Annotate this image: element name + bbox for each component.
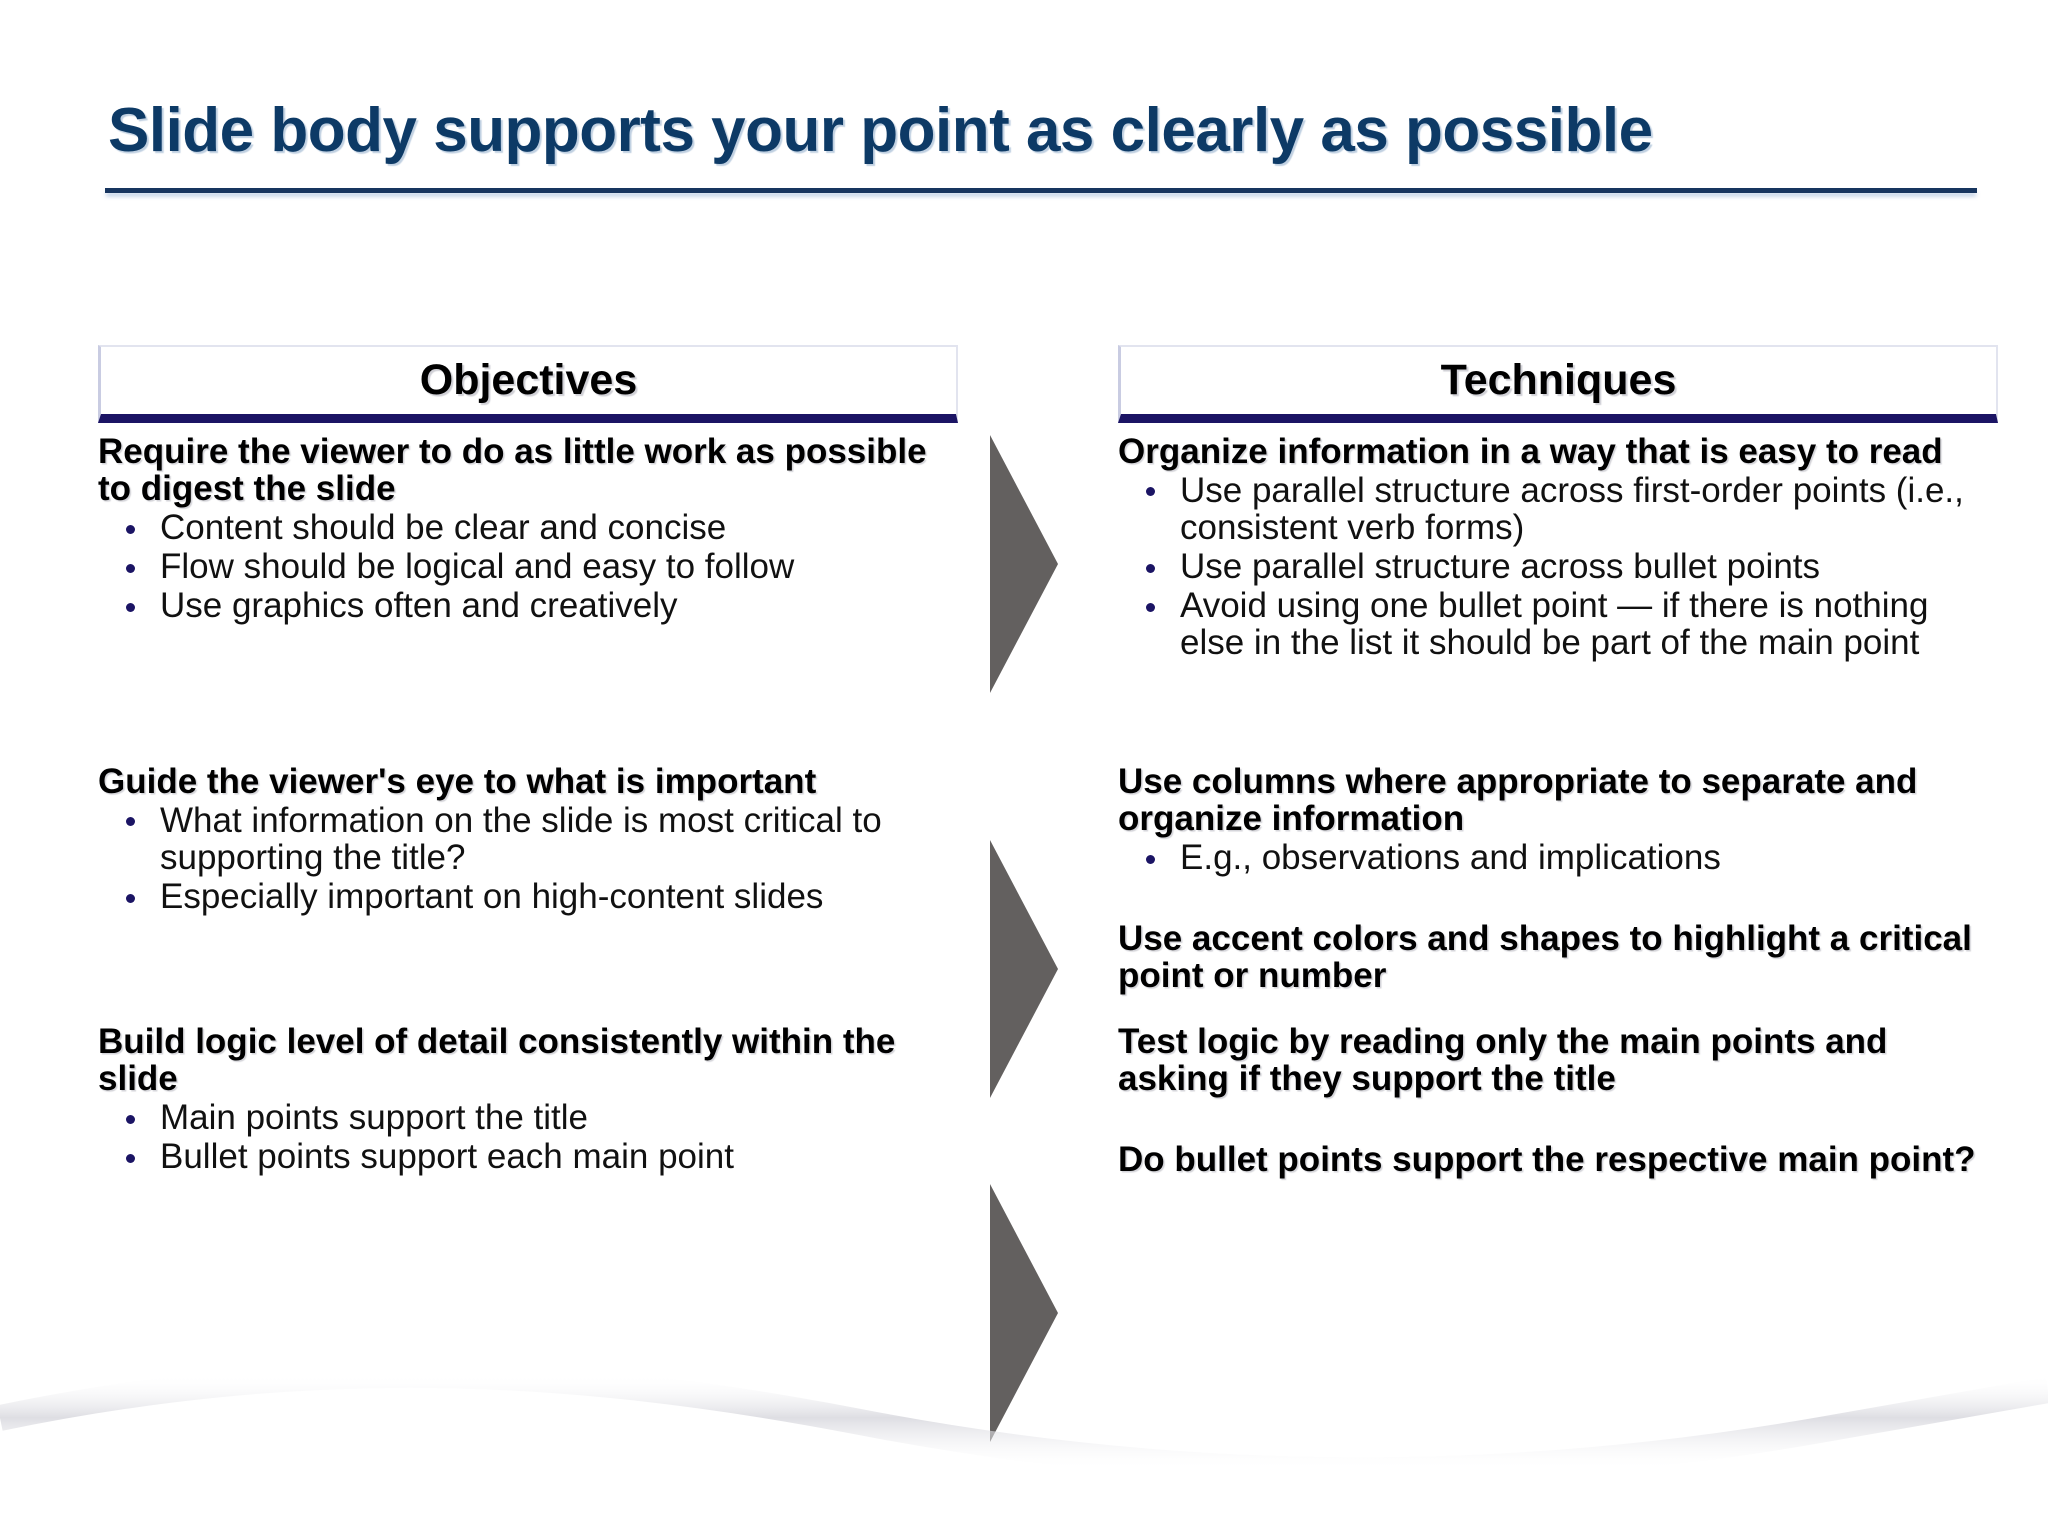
- bullet-dot-icon: [1146, 602, 1155, 612]
- column-header-label: Techniques: [1440, 356, 1677, 404]
- bullet-dot-icon: [126, 1114, 135, 1124]
- block-heading: Organize information in a way that is ea…: [1118, 432, 1943, 471]
- column-header-objectives: Objectives: [98, 345, 958, 423]
- list-item: Main points support the title: [98, 1099, 958, 1136]
- column-techniques: Techniques Organize information in a way…: [1118, 345, 1998, 1178]
- arrow-row-3: [988, 1182, 1060, 1444]
- list-item: Content should be clear and concise: [98, 509, 958, 546]
- block-heading: Use columns where appropriate to separat…: [1118, 762, 1918, 839]
- bullet-list: Content should be clear and concise Flow…: [98, 509, 958, 624]
- bullet-dot-icon: [126, 893, 135, 903]
- objectives-block-1: Require the viewer to do as little work …: [98, 433, 958, 626]
- block-heading: Test logic by reading only the main poin…: [1118, 1022, 1888, 1099]
- title-underline: [105, 188, 1977, 193]
- bullet-dot-icon: [1146, 854, 1155, 864]
- list-item: Use parallel structure across first-orde…: [1118, 472, 1998, 546]
- block-heading: Build logic level of detail consistently…: [98, 1022, 896, 1099]
- list-item-label: Avoid using one bullet point — if there …: [1180, 586, 1929, 663]
- bullet-dot-icon: [1146, 563, 1155, 573]
- list-item-label: Content should be clear and concise: [160, 508, 727, 548]
- objectives-block-2: Guide the viewer's eye to what is import…: [98, 763, 958, 917]
- arrow-row-1: [988, 433, 1060, 695]
- bullet-list: What information on the slide is most cr…: [98, 802, 958, 915]
- column-header-techniques: Techniques: [1118, 345, 1998, 423]
- techniques-block-1: Organize information in a way that is ea…: [1118, 433, 1998, 664]
- page-title: Slide body supports your point as clearl…: [108, 96, 1653, 165]
- list-item: Flow should be logical and easy to follo…: [98, 548, 958, 585]
- list-item-label: Bullet points support each main point: [160, 1137, 734, 1177]
- list-item: Bullet points support each main point: [98, 1138, 958, 1175]
- bullet-dot-icon: [126, 563, 135, 573]
- list-item: Especially important on high-content sli…: [98, 878, 958, 915]
- bullet-dot-icon: [126, 524, 135, 534]
- arrow-row-2: [988, 838, 1060, 1100]
- bullet-dot-icon: [126, 1153, 135, 1163]
- objectives-block-3: Build logic level of detail consistently…: [98, 1023, 958, 1177]
- techniques-block-2: Use columns where appropriate to separat…: [1118, 763, 1998, 995]
- list-item: Avoid using one bullet point — if there …: [1118, 586, 1998, 663]
- bullet-dot-icon: [126, 817, 135, 827]
- bullet-list: Use parallel structure across first-orde…: [1118, 472, 1998, 663]
- list-item-label: Especially important on high-content sli…: [160, 877, 824, 917]
- list-item: E.g., observations and implications: [1118, 839, 1998, 876]
- list-item: Use graphics often and creatively: [98, 587, 958, 624]
- list-item-label: E.g., observations and implications: [1180, 838, 1721, 878]
- bullet-list: E.g., observations and implications: [1118, 839, 1998, 876]
- techniques-block-3: Test logic by reading only the main poin…: [1118, 1023, 1998, 1179]
- block-heading: Guide the viewer's eye to what is import…: [98, 762, 817, 801]
- column-header-label: Objectives: [419, 356, 638, 404]
- list-item-label: Use graphics often and creatively: [160, 586, 678, 626]
- block-heading-secondary: Do bullet points support the respective …: [1118, 1140, 1976, 1180]
- bullet-dot-icon: [126, 602, 135, 612]
- block-heading-secondary: Use accent colors and shapes to highligh…: [1118, 919, 1972, 996]
- list-item: Use parallel structure across bullet poi…: [1118, 548, 1998, 585]
- list-item-label: Flow should be logical and easy to follo…: [160, 547, 795, 587]
- bullet-dot-icon: [1146, 487, 1155, 497]
- column-objectives: Objectives Require the viewer to do as l…: [98, 345, 958, 1175]
- list-item: What information on the slide is most cr…: [98, 802, 958, 876]
- list-item-label: Use parallel structure across first-orde…: [1180, 471, 1964, 548]
- bullet-list: Main points support the title Bullet poi…: [98, 1099, 958, 1175]
- block-heading: Require the viewer to do as little work …: [98, 432, 927, 509]
- list-item-label: Use parallel structure across bullet poi…: [1180, 547, 1821, 587]
- list-item-label: What information on the slide is most cr…: [160, 801, 882, 878]
- list-item-label: Main points support the title: [160, 1098, 589, 1138]
